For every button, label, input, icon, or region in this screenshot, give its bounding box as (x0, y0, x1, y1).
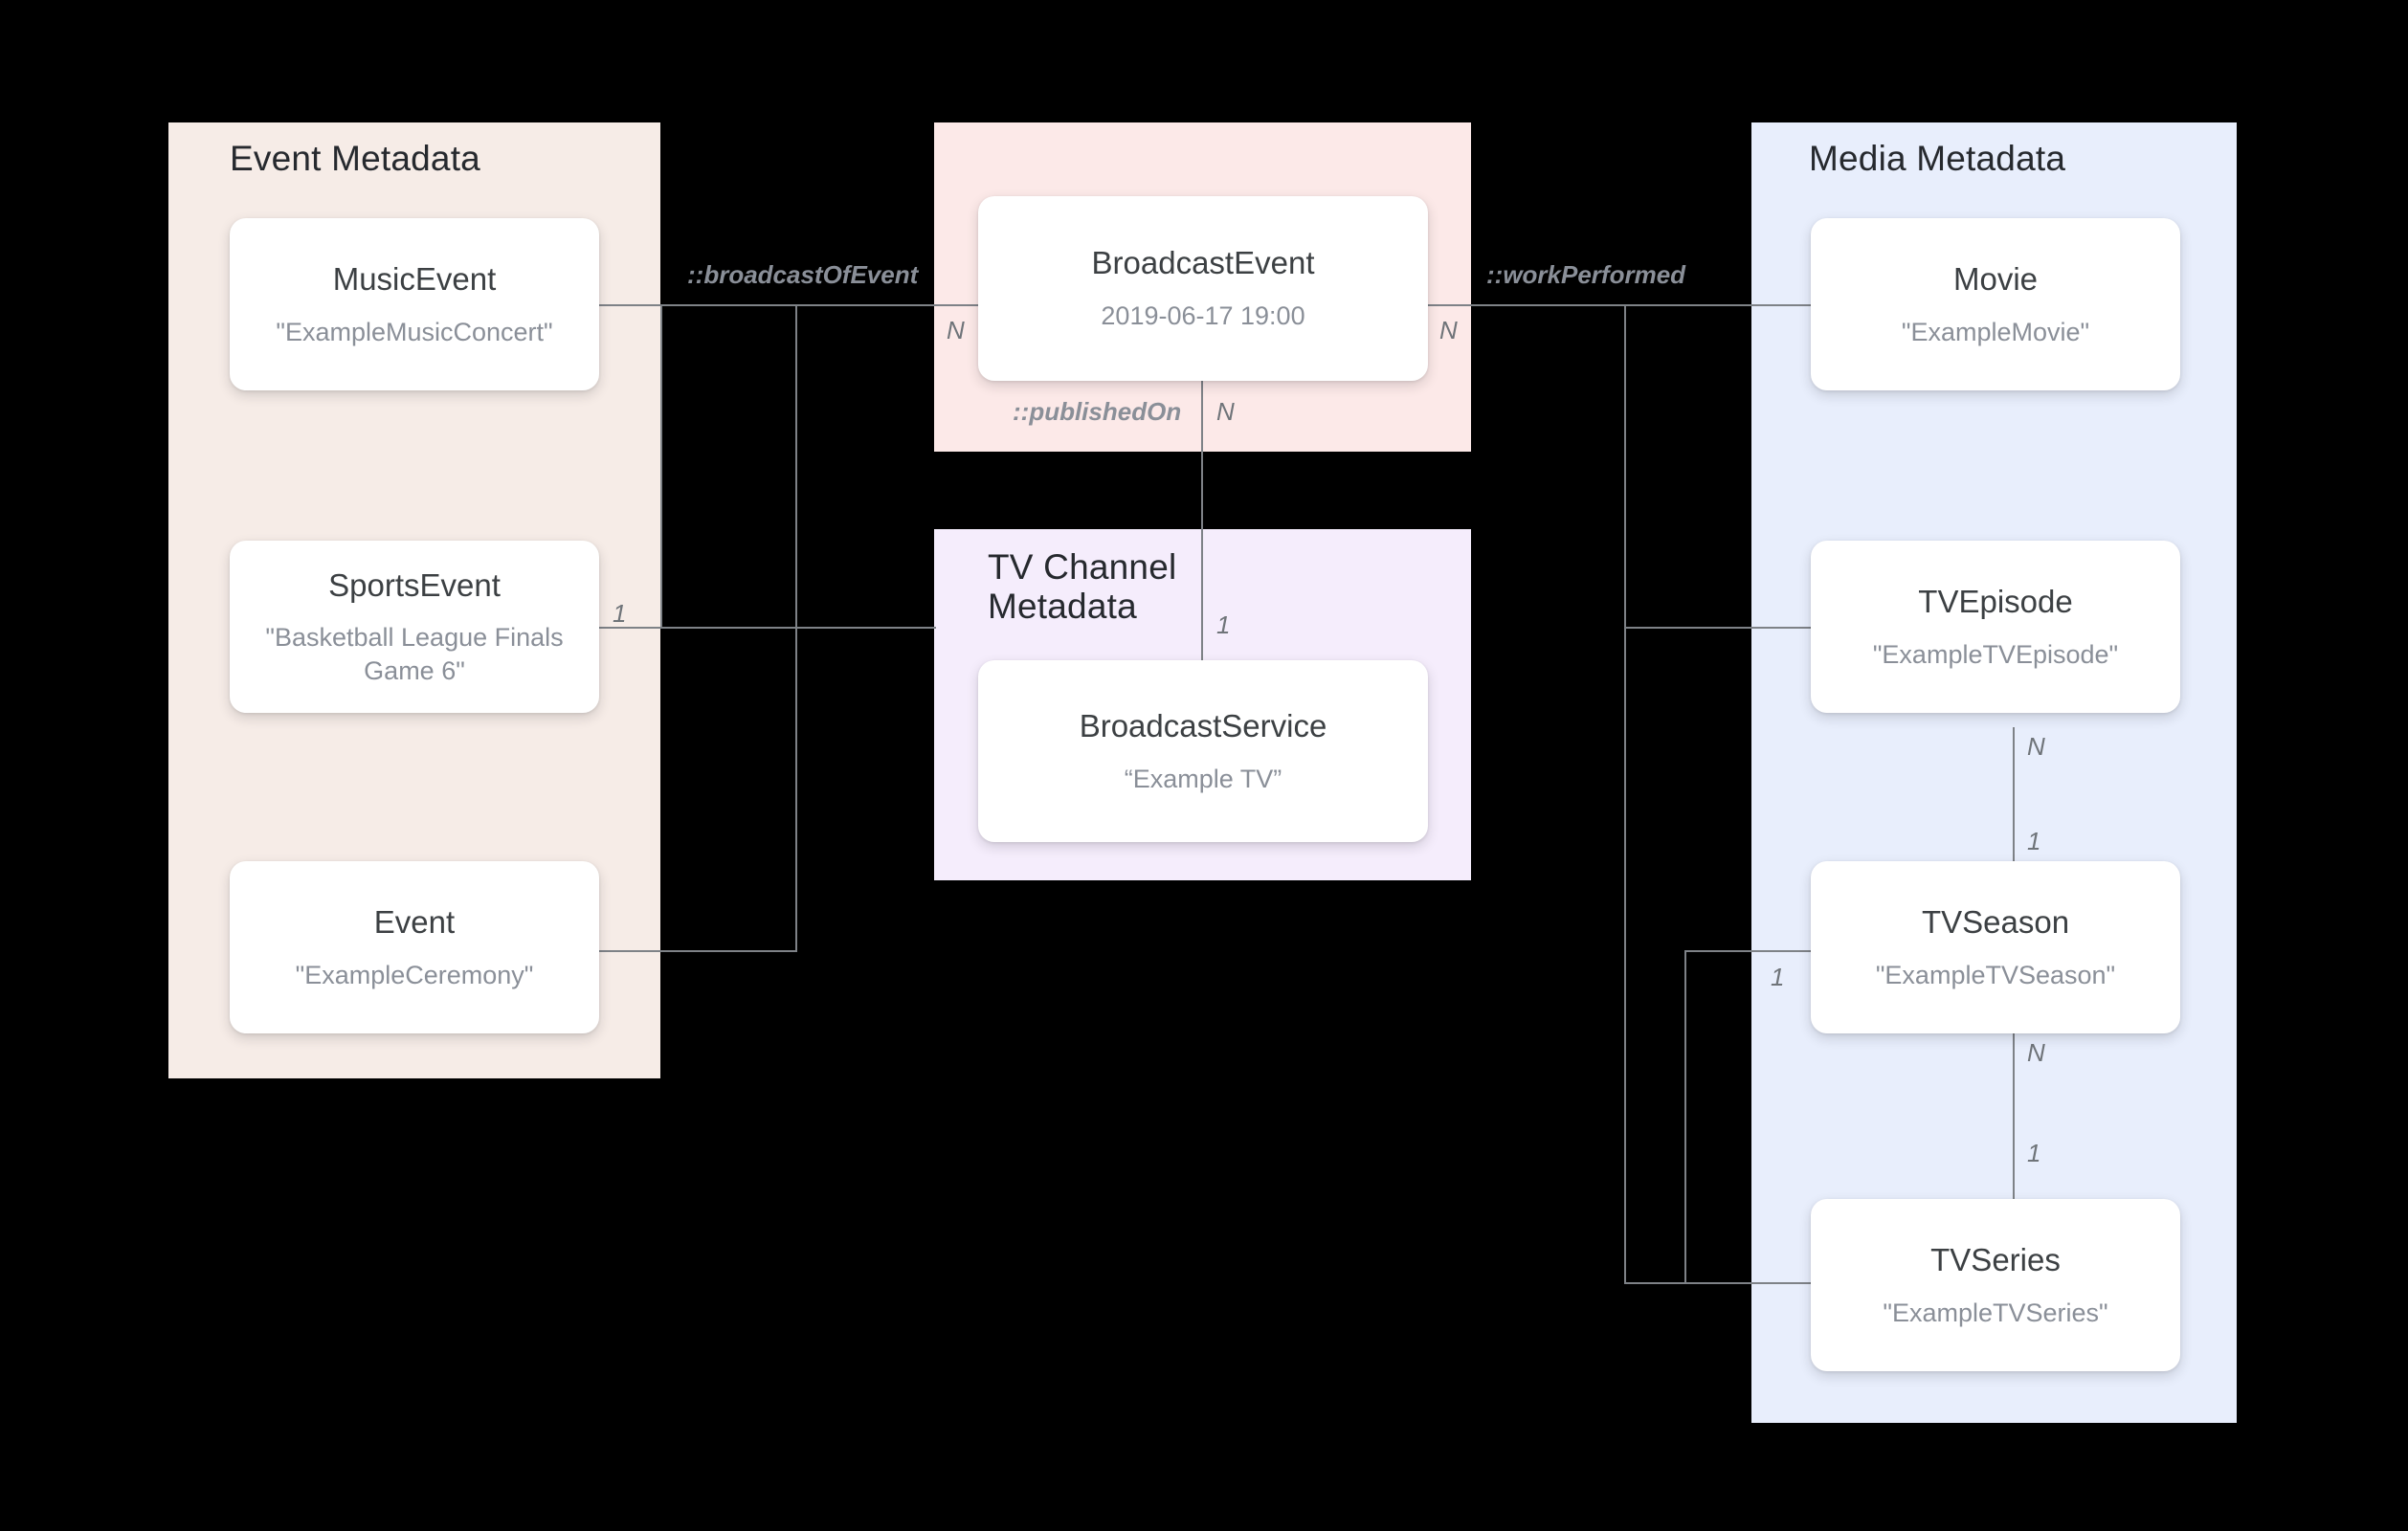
node-movie[interactable]: Movie "ExampleMovie" (1811, 218, 2180, 390)
group-title-tv-channel-metadata: TV Channel Metadata (988, 547, 1177, 627)
relation-label-work-performed: ::workPerformed (1486, 260, 1686, 289)
connector-event-horizontal (599, 950, 797, 952)
cardinality-tv-episode-n: N (2027, 732, 2045, 761)
node-tv-episode-type: TVEpisode (1918, 583, 2073, 619)
relation-label-published-on: ::publishedOn (1013, 397, 1182, 426)
connector-left-trunk-inner (660, 304, 662, 627)
node-broadcast-service[interactable]: BroadcastService “Example TV” (978, 660, 1428, 842)
node-movie-type: Movie (1952, 260, 2039, 297)
connector-into-broadcast-event-left (660, 304, 978, 306)
cardinality-tv-season-top: 1 (2027, 827, 2041, 855)
connector-right-trunk (1624, 304, 1626, 1284)
connector-sports-event-horizontal (599, 627, 936, 629)
connector-tv-episode-horizontal (1624, 627, 1811, 629)
node-sports-event-value: "Basketball League Finals Game 6" (265, 623, 564, 685)
node-movie-value: "ExampleMovie" (1901, 317, 2090, 346)
node-broadcast-event-value: 2019-06-17 19:00 (1101, 301, 1305, 331)
node-tv-series-type: TVSeries (1930, 1241, 2061, 1277)
connector-season-series-vertical (2013, 1033, 2015, 1210)
group-title-media-metadata: Media Metadata (1809, 139, 2066, 178)
relation-label-broadcast-of-event: ::broadcastOfEvent (687, 260, 919, 289)
node-tv-season[interactable]: TVSeason "ExampleTVSeason" (1811, 861, 2180, 1033)
node-tv-season-value: "ExampleTVSeason" (1875, 960, 2116, 989)
cardinality-broadcast-service: 1 (1216, 610, 1231, 639)
cardinality-sports-event: 1 (613, 599, 627, 628)
node-tv-series-value: "ExampleTVSeries" (1883, 1298, 2108, 1327)
node-sports-event-type: SportsEvent (328, 566, 501, 603)
node-music-event-value: "ExampleMusicConcert" (276, 317, 553, 346)
node-broadcast-service-type: BroadcastService (1079, 707, 1327, 743)
cardinality-tv-series-one: 1 (2027, 1139, 2041, 1167)
node-broadcast-event-type: BroadcastEvent (1091, 245, 1315, 281)
node-music-event-type: MusicEvent (332, 260, 497, 297)
node-event-type: Event (373, 903, 456, 940)
node-event-value: "ExampleCeremony" (295, 960, 534, 989)
node-tv-season-type: TVSeason (1921, 903, 2070, 940)
connector-tv-season-trunk (1684, 950, 1686, 1284)
connector-tv-season-horizontal (1684, 950, 1811, 952)
node-music-event[interactable]: MusicEvent "ExampleMusicConcert" (230, 218, 599, 390)
connector-episode-season-vertical (2013, 727, 2015, 904)
cardinality-tv-season-n: N (2027, 1038, 2045, 1067)
connector-tv-series-horizontal (1624, 1282, 1811, 1284)
node-broadcast-service-value: “Example TV” (1124, 764, 1282, 793)
cardinality-broadcast-event-bottom: N (1216, 397, 1235, 426)
cardinality-broadcast-event-right: N (1439, 316, 1458, 344)
node-tv-episode[interactable]: TVEpisode "ExampleTVEpisode" (1811, 541, 2180, 713)
node-broadcast-event[interactable]: BroadcastEvent 2019-06-17 19:00 (978, 196, 1428, 381)
cardinality-broadcast-event-left: N (947, 316, 965, 344)
node-tv-episode-value: "ExampleTVEpisode" (1872, 639, 2119, 669)
group-title-event-metadata: Event Metadata (230, 139, 480, 178)
node-event[interactable]: Event "ExampleCeremony" (230, 861, 599, 1033)
cardinality-tv-season-left: 1 (1771, 963, 1785, 991)
node-sports-event[interactable]: SportsEvent "Basketball League Finals Ga… (230, 541, 599, 713)
connector-published-on-vertical (1201, 381, 1203, 660)
connector-broadcast-event-right (1428, 304, 1811, 306)
node-tv-series[interactable]: TVSeries "ExampleTVSeries" (1811, 1199, 2180, 1371)
